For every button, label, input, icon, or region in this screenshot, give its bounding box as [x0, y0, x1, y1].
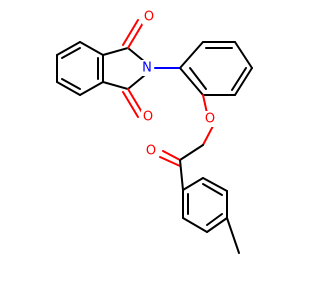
bond — [127, 22, 144, 49]
bond — [182, 217, 208, 233]
bond — [102, 81, 129, 90]
label-background — [144, 143, 158, 159]
bond — [234, 67, 253, 96]
bond — [206, 213, 223, 226]
bond — [179, 159, 184, 191]
bond — [102, 47, 129, 56]
bond — [56, 81, 81, 96]
label-background — [203, 111, 217, 127]
bond-layer — [56, 19, 253, 254]
bond — [162, 150, 181, 161]
bond — [61, 47, 81, 59]
bond — [159, 156, 181, 167]
bond — [202, 177, 228, 192]
bond — [182, 177, 204, 191]
bond — [179, 41, 204, 69]
bond — [179, 67, 204, 96]
bond — [189, 67, 207, 90]
atom-o-ketone: O — [146, 144, 156, 159]
molecule-structure: O N O O O — [56, 9, 253, 254]
bond — [206, 217, 228, 233]
bond — [202, 94, 208, 114]
bond — [79, 41, 104, 56]
label-background — [140, 60, 154, 76]
label-background — [142, 9, 156, 25]
atom-o-ether: O — [205, 112, 215, 127]
bond — [122, 19, 139, 46]
bond — [127, 47, 146, 63]
bond — [234, 41, 253, 69]
bond — [56, 41, 81, 56]
bond — [226, 217, 240, 254]
atom-o-top: O — [144, 10, 154, 25]
bond — [202, 183, 223, 196]
label-background — [141, 109, 155, 125]
bond — [79, 81, 104, 96]
bond — [179, 144, 204, 161]
bond — [202, 125, 214, 146]
bond — [127, 74, 146, 90]
bond — [127, 88, 144, 115]
bond — [61, 78, 81, 90]
atom-labels: O N O O O — [140, 9, 217, 159]
bond — [122, 91, 139, 118]
bond — [231, 67, 247, 91]
atom-n: N — [142, 61, 152, 76]
atom-o-bottom: O — [143, 110, 153, 125]
